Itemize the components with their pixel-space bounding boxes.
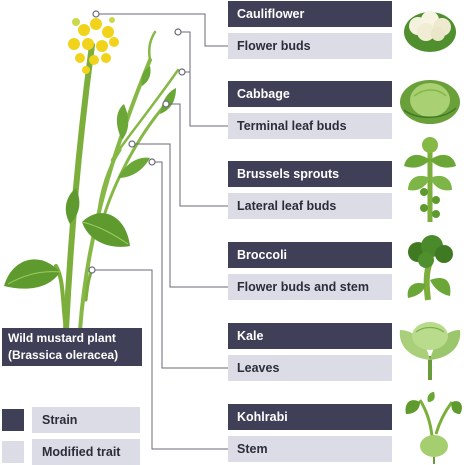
plant-leaves [4, 66, 176, 289]
brussels-sprouts-icon [404, 137, 456, 222]
plant-stems [54, 30, 180, 333]
connector-dots [88, 10, 186, 274]
cabbage-icon [400, 80, 460, 124]
strain-label-kale: Kale [228, 323, 392, 349]
plant-label: Wild mustard plant (Brassica oleracea) [2, 328, 142, 366]
strain-label-broccoli: Broccoli [228, 242, 392, 268]
legend-strain-swatch [2, 409, 24, 431]
legend-trait-label: Modified trait [32, 439, 140, 465]
legend-trait-swatch [2, 441, 24, 463]
broccoli-icon [407, 235, 453, 301]
kohlrabi-icon [405, 392, 462, 464]
trait-label-broccoli: Flower buds and stem [228, 274, 392, 300]
trait-label-brussels-sprouts: Lateral leaf buds [228, 193, 392, 219]
trait-label-cauliflower: Flower buds [228, 33, 392, 59]
cauliflower-icon [404, 11, 456, 52]
strain-label-cabbage: Cabbage [228, 81, 392, 107]
small-leaf-2 [118, 157, 150, 178]
legend-strain-label: Strain [32, 407, 140, 433]
middle-left-leaf [65, 188, 80, 224]
strain-label-brussels-sprouts: Brussels sprouts [228, 161, 392, 187]
plant-flowers [68, 17, 119, 74]
plant-label-species: (Brassica oleracea) [8, 348, 119, 362]
small-leaf-1 [116, 104, 129, 140]
trait-label-kale: Leaves [228, 355, 392, 381]
strain-label-kohlrabi: Kohlrabi [228, 404, 392, 430]
connector-lines [92, 13, 228, 450]
lower-right-leaf [82, 213, 130, 247]
small-leaf-4 [141, 66, 151, 86]
trait-label-cabbage: Terminal leaf buds [228, 113, 392, 139]
trait-label-kohlrabi: Stem [228, 436, 392, 462]
small-leaf-3 [160, 88, 176, 114]
strain-label-cauliflower: Cauliflower [228, 1, 392, 27]
plant-label-name: Wild mustard plant [8, 331, 116, 345]
kale-icon [399, 322, 461, 380]
